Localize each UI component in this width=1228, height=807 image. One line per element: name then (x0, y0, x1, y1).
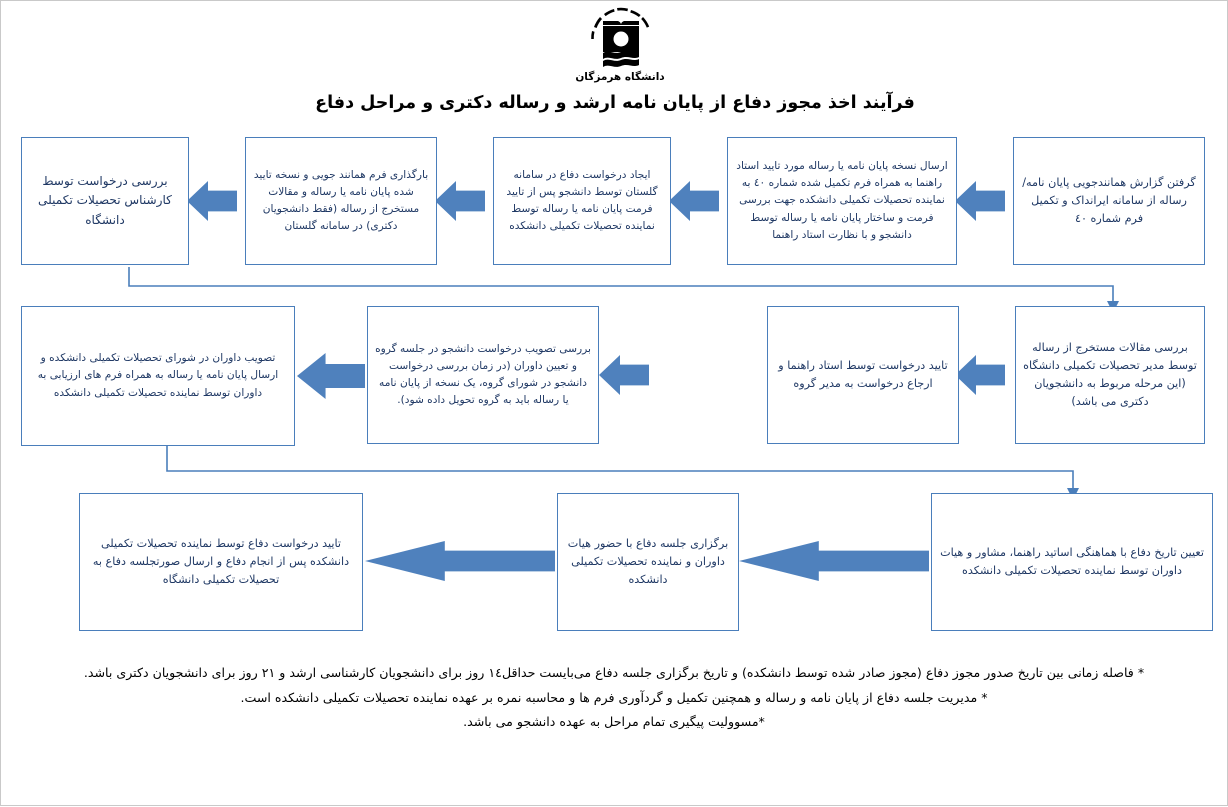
flow-box-step-1-text: گرفتن گزارش همانندجویی پایان نامه/ رساله… (1022, 175, 1196, 226)
flow-box-step-2[interactable]: ارسال نسخه پایان نامه یا رساله مورد تایی… (727, 137, 957, 265)
flow-box-step-2-text: ارسال نسخه پایان نامه یا رساله مورد تایی… (736, 160, 948, 241)
flow-box-step-4-text: بارگذاری فرم همانند جویی و نسخه تایید شد… (253, 168, 429, 233)
flow-box-step-10-text: تعیین تاریخ دفاع با هماهنگی اساتید راهنم… (940, 545, 1204, 577)
footer-note-3: *مسوولیت پیگیری تمام مراحل به عهده دانشج… (463, 714, 765, 730)
connector-row1-to-row2 (128, 267, 1114, 306)
footer-note-2: * مدیریت جلسه دفاع از پایان نامه و رساله… (240, 689, 988, 705)
connector-row2-to-row3 (166, 444, 1074, 493)
flow-box-step-1[interactable]: گرفتن گزارش همانندجویی پایان نامه/ رساله… (1013, 137, 1205, 265)
flow-box-step-9[interactable]: تصویب داوران در شورای تحصیلات تکمیلی دان… (21, 306, 295, 446)
page-header: دانشگاه هرمزگان (1, 1, 1228, 89)
flow-box-step-5-text: بررسی درخواست توسط کارشناس تحصیلات تکمیل… (38, 173, 172, 227)
flow-box-step-3[interactable]: ایجاد درخواست دفاع در سامانه گلستان توسط… (493, 137, 671, 265)
footer-note-1: * فاصله زمانی بین تاریخ صدور مجوز دفاع (… (83, 665, 1145, 680)
flow-box-step-8-text: بررسی تصویب درخواست دانشجو در جلسه گروه … (375, 342, 591, 407)
logo-caption-text: دانشگاه هرمزگان (575, 70, 665, 83)
flow-box-step-12-text: تایید درخواست دفاع توسط نماینده تحصیلات … (92, 536, 350, 587)
arrow-step11-to-step12 (365, 541, 555, 581)
arrow-step2-to-step3 (669, 181, 719, 221)
arrow-step8-to-step9 (297, 353, 365, 399)
arrow-step1-to-step2 (955, 181, 1005, 221)
flow-box-step-7-text: تایید درخواست توسط استاد راهنما و ارجاع … (778, 358, 948, 390)
arrow-step6-to-step7 (955, 355, 1005, 395)
university-logo: دانشگاه هرمزگان (547, 3, 693, 83)
footer-notes: * فاصله زمانی بین تاریخ صدور مجوز دفاع (… (15, 661, 1213, 735)
flow-box-step-5[interactable]: بررسی درخواست توسط کارشناس تحصیلات تکمیل… (21, 137, 189, 265)
flow-box-step-6[interactable]: بررسی مقالات مستخرج از رساله توسط مدیر ت… (1015, 306, 1205, 444)
arrow-step10-to-step11 (739, 541, 929, 581)
flow-box-step-9-text: تصویب داوران در شورای تحصیلات تکمیلی دان… (37, 352, 279, 399)
flow-box-step-3-text: ایجاد درخواست دفاع در سامانه گلستان توسط… (506, 168, 658, 233)
flow-box-step-7[interactable]: تایید درخواست توسط استاد راهنما و ارجاع … (767, 306, 959, 444)
page-title: فرآیند اخذ مجوز دفاع از پایان نامه ارشد … (315, 93, 915, 113)
flow-box-step-10[interactable]: تعیین تاریخ دفاع با هماهنگی اساتید راهنم… (931, 493, 1213, 631)
arrow-step7-to-step8 (599, 355, 649, 395)
flow-box-step-6-text: بررسی مقالات مستخرج از رساله توسط مدیر ت… (1023, 340, 1197, 409)
flow-box-step-12[interactable]: تایید درخواست دفاع توسط نماینده تحصیلات … (79, 493, 363, 631)
flow-box-step-8[interactable]: بررسی تصویب درخواست دانشجو در جلسه گروه … (367, 306, 599, 444)
flow-box-step-11-text: برگزاری جلسه دفاع با حضور هیات داوران و … (567, 536, 729, 587)
arrow-step4-to-step5 (187, 181, 237, 221)
arrow-step3-to-step4 (435, 181, 485, 221)
flow-box-step-11[interactable]: برگزاری جلسه دفاع با حضور هیات داوران و … (557, 493, 739, 631)
flow-box-step-4[interactable]: بارگذاری فرم همانند جویی و نسخه تایید شد… (245, 137, 437, 265)
